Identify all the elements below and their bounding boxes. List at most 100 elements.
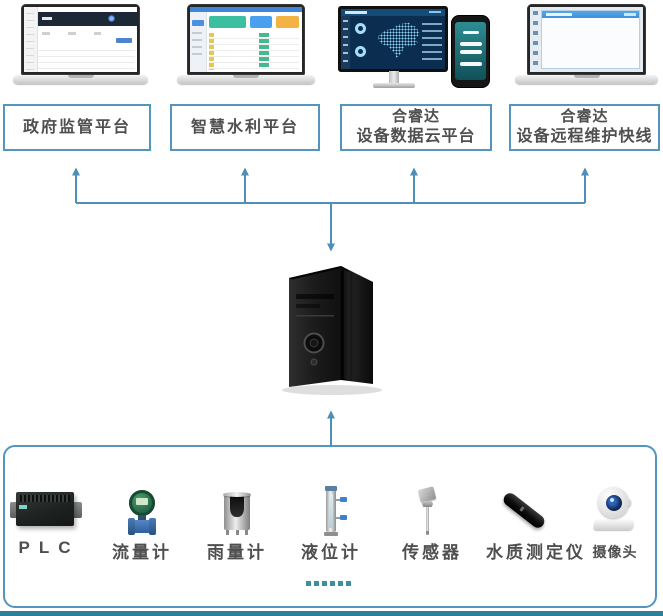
ui-fragment-row-markers (209, 33, 214, 70)
plc-icon (10, 490, 84, 536)
monitor-base (373, 83, 415, 88)
ui-fragment-card-blue (249, 16, 273, 28)
level-meter-stem (336, 517, 342, 519)
platform-label-line1: 合睿达 (560, 108, 609, 126)
laptop-base (13, 75, 148, 84)
platform-box-water: 智慧水利平台 (170, 104, 320, 151)
level-meter-stem (336, 499, 342, 501)
plc-vents (20, 495, 70, 502)
mobile-app-thumbnail (455, 22, 486, 80)
sensor-icon (412, 486, 442, 538)
ellipsis-dot (306, 581, 311, 586)
device-label-rain-gauge: 雨量计 (207, 543, 267, 562)
platform-box-remote: 合睿达 设备远程维护快线 (509, 104, 660, 151)
mobile-app-phone (452, 16, 489, 87)
level-meter-foot (324, 532, 338, 536)
platform-box-gov: 政府监管平台 (3, 104, 151, 151)
ellipsis-dot (330, 581, 335, 586)
camera-icon (592, 487, 640, 535)
ui-fragment-menu (341, 16, 350, 69)
ui-fragment-cards (209, 16, 299, 28)
power-button (310, 358, 318, 366)
laptop-screen (187, 4, 305, 75)
server-tower (282, 266, 382, 395)
laptop-base (177, 75, 315, 84)
flow-meter-body (134, 520, 150, 533)
plc-label-tag (19, 505, 27, 509)
platform-label-line2: 设备数据云平台 (356, 127, 476, 145)
level-meter-valve (340, 515, 347, 520)
platform-label: 政府监管平台 (22, 118, 131, 136)
ui-fragment-topbar (190, 7, 302, 12)
device-label-level-meter: 液位计 (301, 543, 361, 562)
rain-gauge-icon (222, 490, 252, 536)
tower-top (289, 266, 344, 280)
gov-dashboard-thumbnail (24, 7, 137, 72)
device-label-camera: 摄像头 (592, 544, 638, 560)
front-seam (296, 315, 334, 317)
donut-gauge-icon (355, 23, 366, 34)
ui-fragment-bar (459, 50, 482, 54)
ui-fragment-table (38, 45, 135, 71)
remote-desktop-thumbnail (530, 7, 643, 72)
platform-box-cloud: 合睿达 设备数据云平台 (340, 104, 492, 151)
laptop-screen (21, 4, 140, 75)
ui-fragment-sidebar (24, 7, 38, 72)
sensor-tip (426, 531, 429, 535)
monitor-screen (338, 6, 448, 72)
rain-gauge-leg (226, 530, 229, 535)
ui-fragment-toolbar (38, 29, 137, 37)
camera-base (592, 519, 636, 530)
water-quality-icon (498, 488, 550, 534)
sensor-probe (426, 507, 429, 531)
ui-fragment-stats (422, 23, 442, 63)
ellipsis-dot (346, 581, 351, 586)
monitor-stand (389, 71, 399, 84)
ui-fragment-bar (459, 42, 482, 46)
ui-fragment-header (38, 12, 137, 26)
flow-meter-flange (149, 518, 156, 535)
remote-maintenance-laptop (515, 4, 658, 89)
device-label-water-quality: 水质测定仪 (486, 543, 586, 562)
water-quality-probe (501, 490, 547, 531)
laptop-base (515, 75, 658, 84)
gov-platform-laptop (13, 4, 148, 89)
platform-label: 智慧水利平台 (190, 118, 299, 136)
optical-drive-slot (296, 304, 320, 308)
camera-lens-glint (610, 498, 614, 502)
ui-fragment-bar (459, 62, 482, 66)
water-quality-band (519, 506, 525, 512)
tower-shadow (282, 385, 382, 395)
ellipsis-dot (314, 581, 319, 586)
tower-gloss (344, 270, 350, 381)
ui-fragment-desktop-icons (533, 11, 538, 68)
dell-logo-hub (309, 338, 319, 348)
cloud-dashboard-thumbnail (341, 9, 445, 69)
water-platform-laptop (177, 4, 315, 89)
level-meter-cap (325, 486, 337, 491)
level-meter-glass (329, 494, 333, 528)
laptop-screen (527, 4, 646, 75)
tower-front (289, 266, 341, 387)
platform-label-line2: 设备远程维护快线 (516, 127, 653, 145)
flow-meter-flange (128, 518, 135, 535)
water-dashboard-thumbnail (190, 7, 302, 72)
ui-fragment-card-orange (276, 16, 299, 28)
device-label-plc: PLC (18, 538, 80, 557)
donut-gauge-icon (355, 46, 366, 57)
ui-fragment-table (209, 33, 299, 70)
tower-side (341, 266, 373, 384)
ui-fragment-bar (462, 31, 479, 34)
platform-label-line1: 合睿达 (391, 108, 440, 126)
level-meter-valve (340, 497, 347, 502)
ui-fragment-button (116, 38, 132, 43)
device-label-flow-meter: 流量计 (112, 543, 172, 562)
ui-fragment-topbar (341, 9, 445, 16)
bottom-bar (0, 611, 663, 616)
ui-fragment-titlebar (542, 11, 639, 18)
camera-lens (606, 495, 622, 511)
ui-fragment-card-teal (209, 16, 246, 28)
ui-fragment-sidebar (190, 12, 207, 72)
flow-meter-neck (138, 515, 146, 521)
